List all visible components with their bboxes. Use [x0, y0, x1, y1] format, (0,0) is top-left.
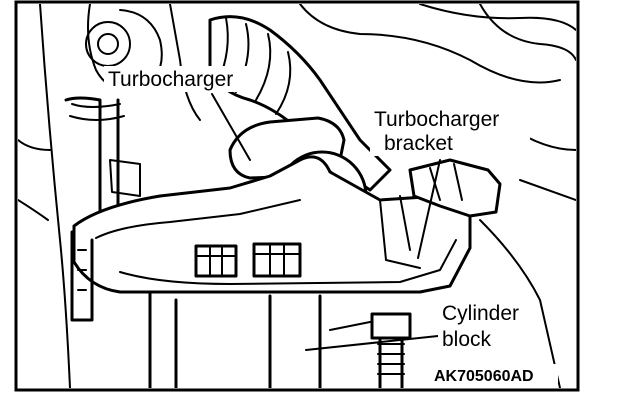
label-cylinder-line2: block [442, 328, 492, 351]
cylinder-block-stud [370, 312, 412, 388]
leader-turbocharger [211, 93, 251, 161]
bracket-bolt-right [252, 242, 302, 278]
line-art [18, 4, 576, 388]
bracket-bolt-left [194, 244, 238, 278]
figure-code: AK705060AD [434, 368, 534, 385]
label-bracket-line1: Turbocharger [374, 108, 499, 131]
leader-cylinder-block [305, 335, 439, 351]
label-turbocharger: Turbocharger [108, 68, 233, 91]
leader-bracket [417, 159, 441, 259]
label-bracket-line2: bracket [384, 132, 453, 155]
label-cylinder-line1: Cylinder [442, 302, 519, 325]
